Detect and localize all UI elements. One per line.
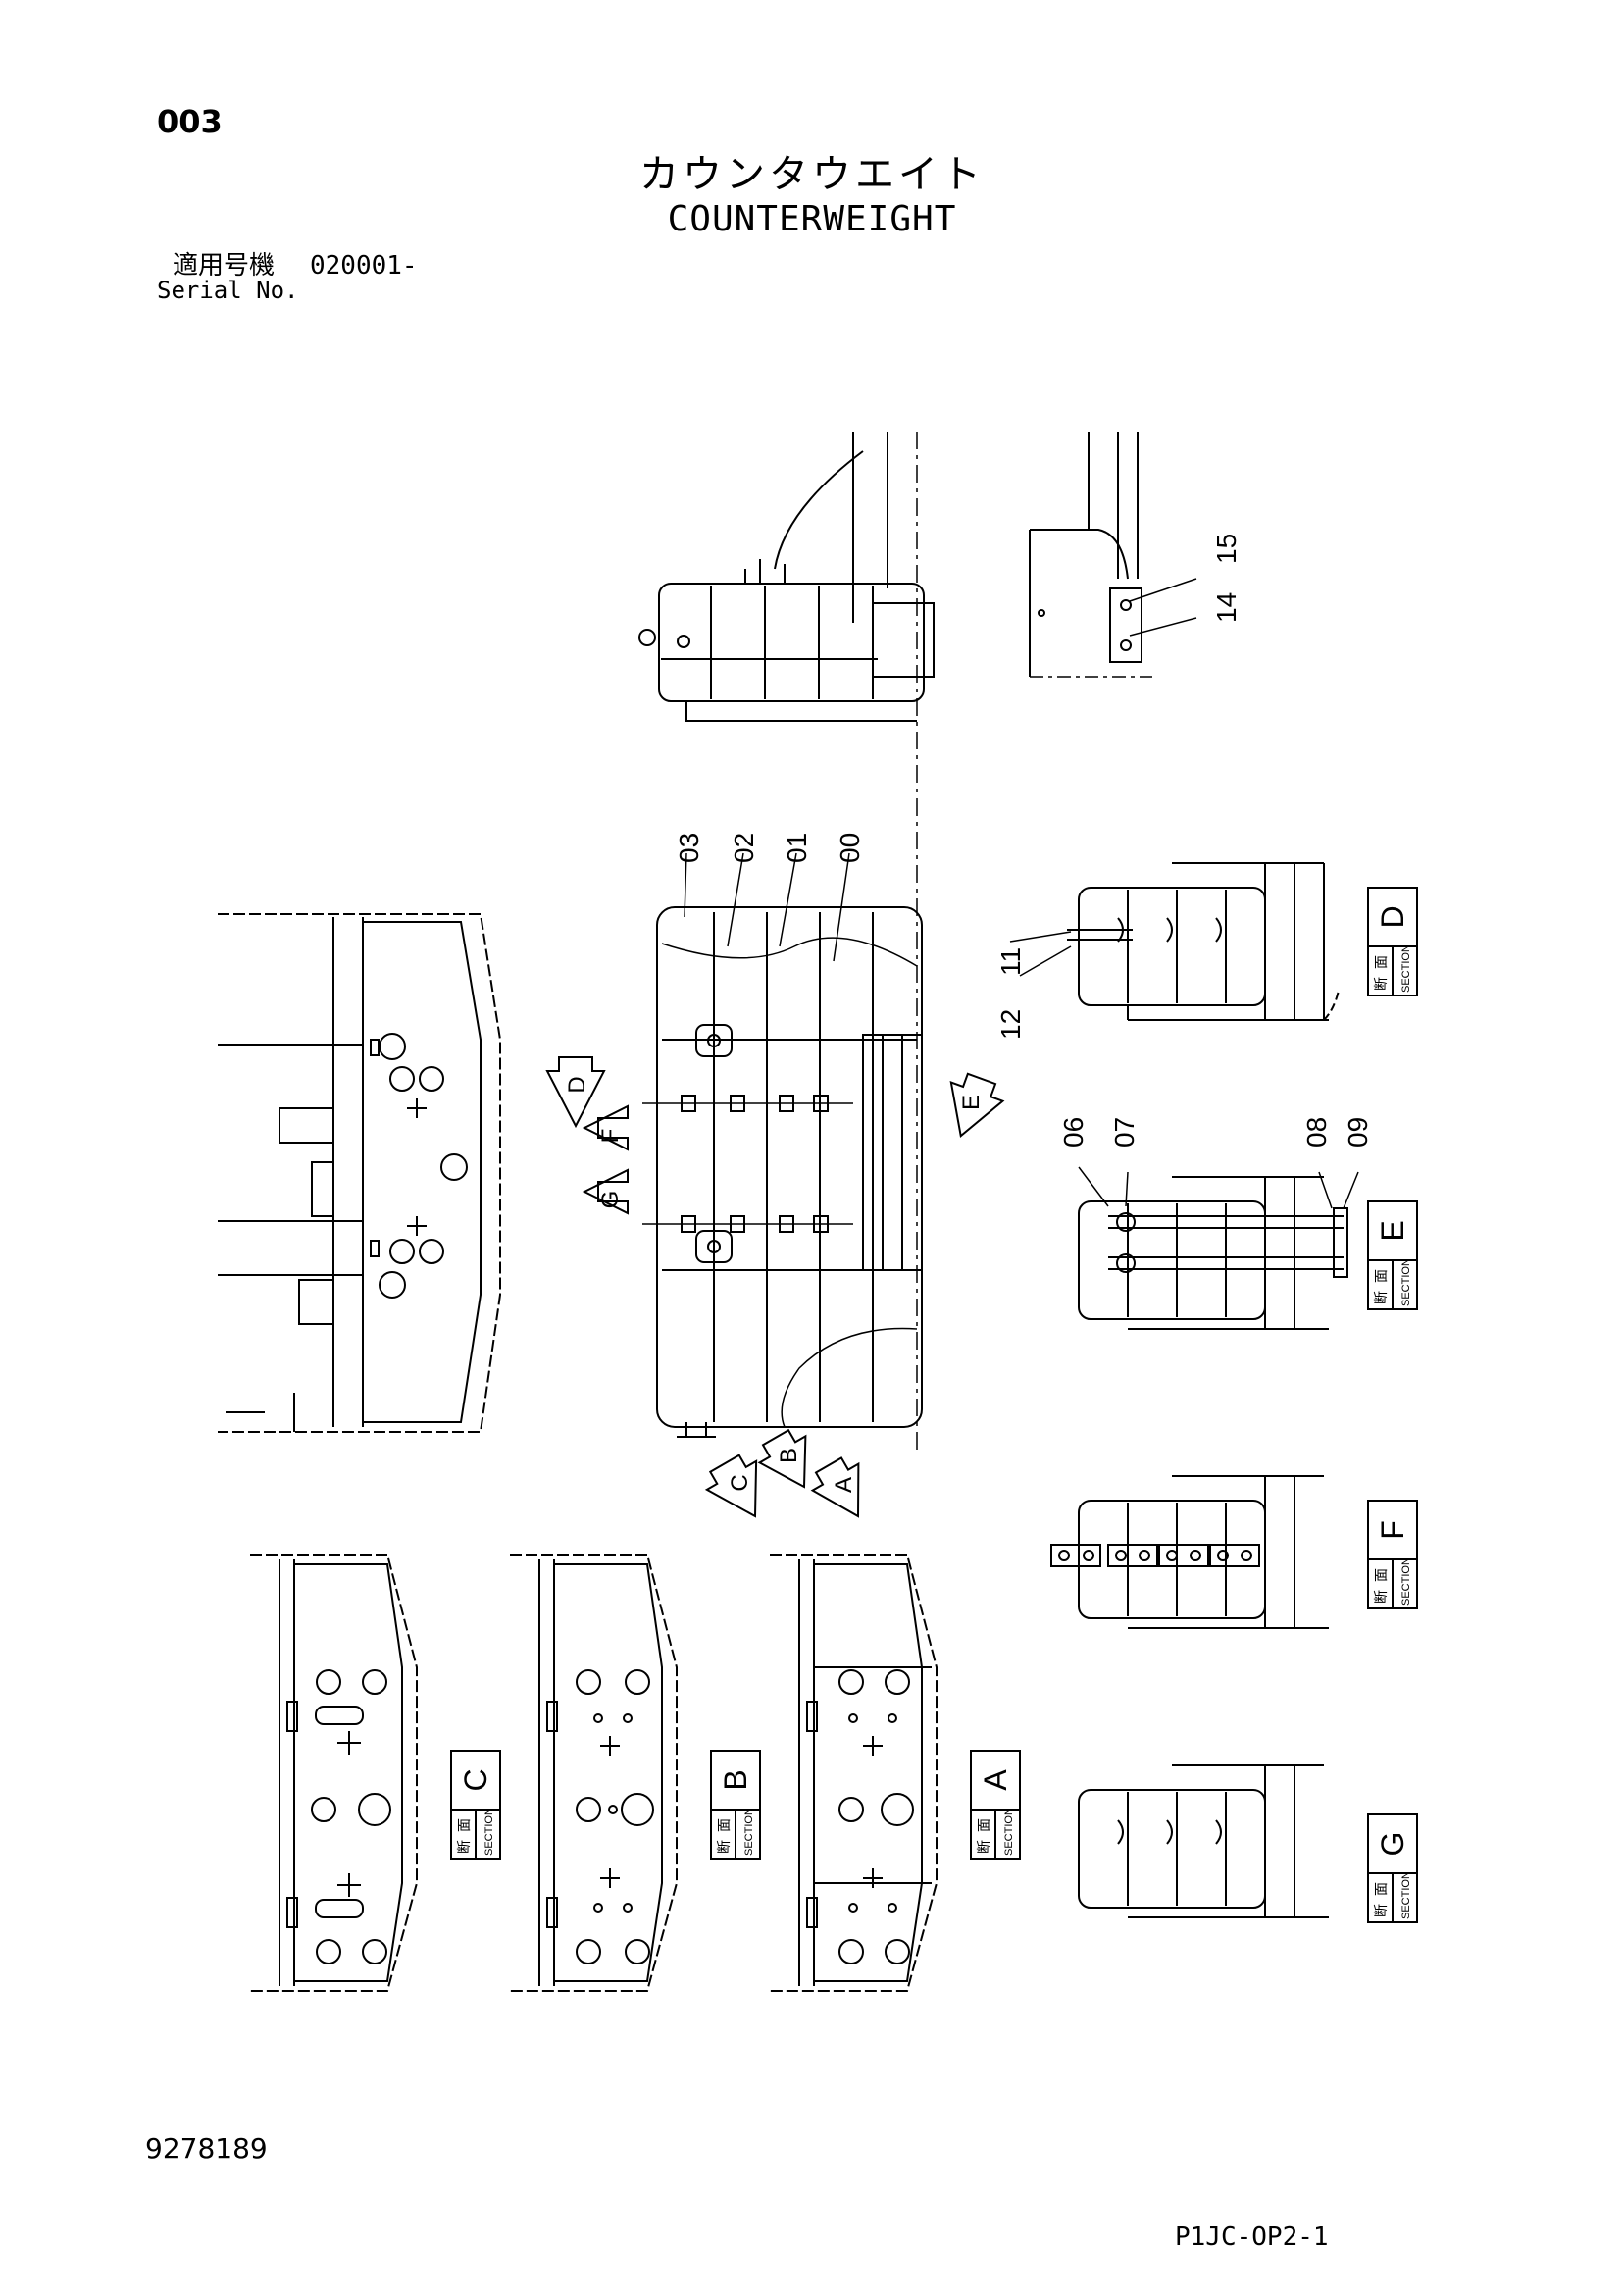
section-a-kanji-top: 断: [976, 1840, 991, 1854]
section-g-kanji-bottom: 面: [1373, 1882, 1389, 1896]
serial-label-japanese: 適用号機: [173, 251, 276, 281]
arrow-a-shape: [810, 1456, 860, 1518]
section-e-word: SECTION: [1400, 1258, 1412, 1306]
section-a-kanji-bottom: 面: [976, 1818, 991, 1832]
section-c-word: SECTION: [483, 1808, 495, 1856]
section-g-kanji-top: 断: [1373, 1904, 1389, 1917]
callout-06: 06: [1058, 1117, 1089, 1148]
section-g-word: SECTION: [1400, 1871, 1412, 1919]
arrow-f-shape: [582, 1104, 629, 1151]
callout-08: 08: [1301, 1117, 1332, 1148]
section-d-view: [1009, 862, 1340, 1021]
section-g-letter: G: [1375, 1832, 1410, 1857]
arrow-g-shape: [582, 1168, 629, 1215]
title-english: COUNTERWEIGHT: [667, 199, 957, 239]
arrow-d-label: D: [564, 1076, 590, 1093]
callout-02: 02: [729, 833, 759, 863]
page-number: 003: [157, 103, 223, 140]
callout-03: 03: [674, 833, 704, 863]
callout-09: 09: [1343, 1117, 1373, 1148]
section-c-kanji-top: 断: [456, 1840, 472, 1854]
view-arrows: [545, 1056, 1005, 1518]
section-e-kanji-bottom: 面: [1373, 1269, 1389, 1283]
callout-12: 12: [995, 1009, 1026, 1040]
callout-07: 07: [1109, 1117, 1140, 1148]
callout-labels: 03 02 01 00 15 14 11 12 06 07 08 09: [674, 534, 1373, 1148]
section-boxes: [450, 887, 1418, 1923]
section-e-letter: E: [1375, 1220, 1410, 1241]
section-box-text: D 断 面 SECTION E 断 面 SECTION F 断 面 SECTIO…: [456, 905, 1412, 1919]
section-c-view: [250, 1554, 418, 1992]
title-japanese: カウンタウエイト: [639, 152, 985, 197]
callout-01: 01: [782, 833, 812, 863]
arrow-g-label: G: [597, 1191, 624, 1209]
section-b-kanji-top: 断: [716, 1840, 732, 1854]
section-a-letter: A: [978, 1769, 1013, 1791]
arrow-f-label: F: [597, 1129, 624, 1144]
top-side-view: [638, 432, 935, 1452]
arrow-e-shape: [949, 1072, 1005, 1139]
arrow-c-label: C: [727, 1474, 753, 1491]
serial-value: 020001-: [310, 251, 418, 281]
callout-00: 00: [835, 833, 865, 863]
main-plan-view: [642, 852, 923, 1438]
section-e-kanji-top: 断: [1373, 1291, 1389, 1304]
section-f-letter: F: [1375, 1520, 1410, 1540]
arrow-e-label: E: [958, 1095, 985, 1110]
section-b-kanji-bottom: 面: [716, 1818, 732, 1832]
arrow-c-shape: [704, 1454, 758, 1518]
arrow-d-shape: [545, 1056, 606, 1129]
sheet-code: P1JC-OP2-1: [1175, 2222, 1329, 2252]
section-d-kanji-top: 断: [1373, 977, 1389, 991]
drawing-number: 9278189: [145, 2132, 268, 2165]
section-d-kanji-bottom: 面: [1373, 955, 1389, 969]
bracket-detail-view: [1029, 432, 1197, 678]
section-d-word: SECTION: [1400, 944, 1412, 993]
section-b-letter: B: [718, 1769, 753, 1790]
section-c-letter: C: [458, 1768, 493, 1791]
section-f-word: SECTION: [1400, 1557, 1412, 1606]
frame-plan-view: [218, 913, 501, 1433]
callout-11: 11: [995, 947, 1026, 976]
section-f-kanji-bottom: 面: [1373, 1568, 1389, 1582]
section-c-kanji-bottom: 面: [456, 1818, 472, 1832]
arrow-b-shape: [757, 1428, 807, 1489]
section-f-view: [1050, 1475, 1329, 1629]
section-e-view: [1078, 1166, 1359, 1330]
section-g-view: [1078, 1764, 1329, 1918]
callout-14: 14: [1211, 592, 1242, 623]
arrow-letters: D F G E C B A: [564, 1076, 985, 1493]
serial-label-english: Serial No.: [157, 277, 299, 304]
arrow-a-label: A: [831, 1477, 857, 1493]
arrow-b-label: B: [776, 1448, 802, 1463]
section-d-letter: D: [1375, 905, 1410, 928]
section-b-view: [510, 1554, 678, 1992]
section-f-kanji-top: 断: [1373, 1590, 1389, 1604]
section-a-word: SECTION: [1003, 1808, 1015, 1856]
section-a-view: [770, 1554, 938, 1992]
callout-15: 15: [1211, 534, 1242, 564]
section-b-word: SECTION: [743, 1808, 755, 1856]
